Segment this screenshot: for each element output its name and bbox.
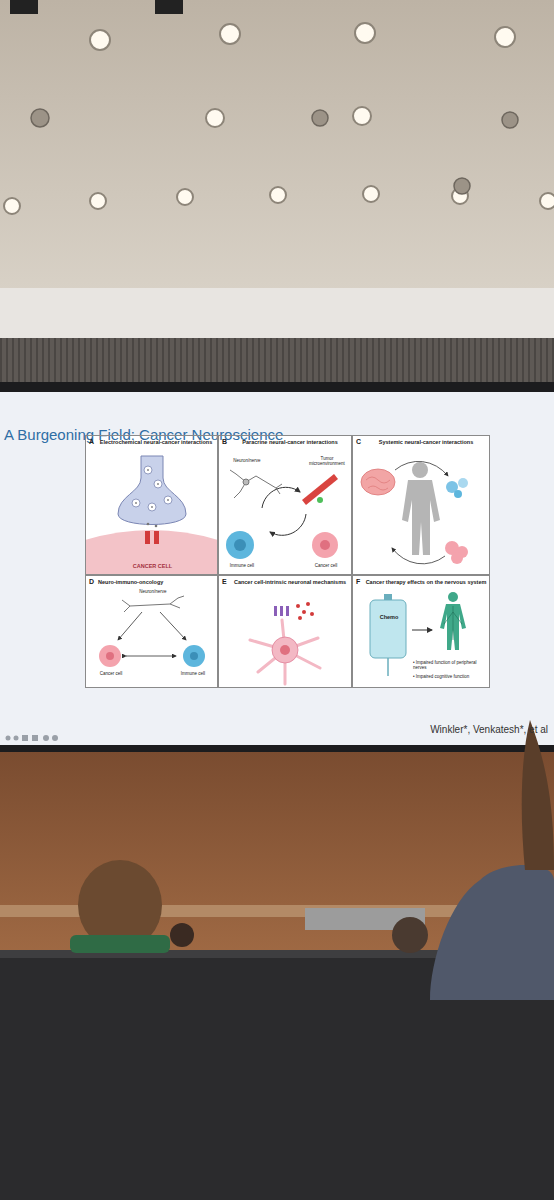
figure-label: Neuron/nerve <box>225 458 269 463</box>
figure-label: • Impaired cognitive function <box>413 674 489 679</box>
panel-heading: Systemic neural-cancer interactions <box>365 439 487 445</box>
panel-heading: Cancer therapy effects on the nervous sy… <box>365 579 487 585</box>
figure-label: • Impaired function of peripheral nerves <box>413 660 489 670</box>
figure-label: Tumor microenvironment <box>305 456 349 466</box>
figure-label: Neuron/nerve <box>131 589 175 594</box>
panel-letter: E <box>222 578 231 586</box>
panel-letter: A <box>89 438 98 446</box>
panel-box: AElectrochemical neural-cancer interacti… <box>85 435 218 575</box>
figure-label: Immune cell <box>170 671 216 676</box>
panel-letter: B <box>222 438 231 446</box>
panel-heading: Electrochemical neural-cancer interactio… <box>98 439 214 445</box>
panel-box: BParacrine neural-cancer interactionsNeu… <box>218 435 352 575</box>
panel-heading: Cancer cell-intrinsic neuronal mechanism… <box>231 579 349 585</box>
citation-text: Winkler*, Venkatesh*, et al <box>430 724 548 736</box>
panel-box: CSystemic neural-cancer interactions <box>352 435 490 575</box>
figure-label: Chemo <box>371 614 407 620</box>
panel-heading: Neuro-immuno-oncology <box>98 579 198 585</box>
figure-label: Cancer cell <box>88 671 134 676</box>
panel-box: FCancer therapy effects on the nervous s… <box>352 575 490 688</box>
panel-box: ECancer cell-intrinsic neuronal mechanis… <box>218 575 352 688</box>
panel-heading: Paracrine neural-cancer interactions <box>231 439 349 445</box>
figure-label: Immune cell <box>219 563 265 568</box>
panel-letter: C <box>356 438 365 446</box>
figure-label: CANCER CELL <box>86 563 219 569</box>
panel-box: DNeuro-immuno-oncologyNeuron/nerveCancer… <box>85 575 218 688</box>
panel-letter: F <box>356 578 365 586</box>
panel-letter: D <box>89 578 98 586</box>
figure-label: Cancer cell <box>303 563 349 568</box>
